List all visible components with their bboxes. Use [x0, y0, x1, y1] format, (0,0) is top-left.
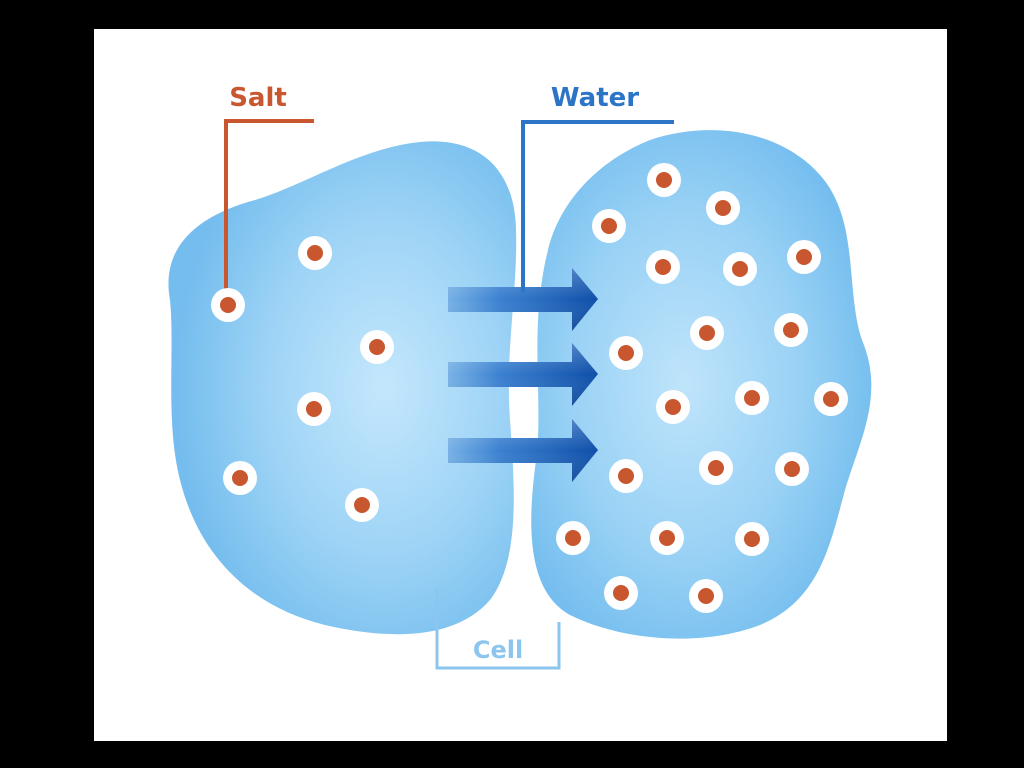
salt-particle	[298, 236, 332, 270]
salt-particle	[609, 336, 643, 370]
salt-particle	[556, 521, 590, 555]
salt-label: Salt	[229, 83, 287, 113]
salt-particle	[774, 313, 808, 347]
salt-particle	[609, 459, 643, 493]
cell-bracket	[435, 588, 561, 670]
salt-particle	[735, 522, 769, 556]
salt-particle	[706, 191, 740, 225]
salt-particle	[723, 252, 757, 286]
left-solution-region	[168, 141, 517, 635]
salt-particle	[647, 163, 681, 197]
salt-particle	[689, 579, 723, 613]
water-leader-line	[521, 120, 674, 292]
salt-particle	[646, 250, 680, 284]
salt-particles-right	[556, 163, 848, 613]
salt-particle	[787, 240, 821, 274]
water-flow-arrow-3	[448, 419, 598, 482]
salt-particle	[690, 316, 724, 350]
water-label: Water	[551, 83, 639, 113]
salt-particle	[345, 488, 379, 522]
salt-particle	[297, 392, 331, 426]
salt-particle	[814, 382, 848, 416]
salt-particle	[735, 381, 769, 415]
salt-particle	[592, 209, 626, 243]
salt-particle	[699, 451, 733, 485]
salt-particles-left	[211, 236, 394, 522]
cell-label: Cell	[473, 636, 523, 664]
salt-particle	[211, 288, 245, 322]
salt-particle	[223, 461, 257, 495]
water-flow-arrow-1	[448, 268, 598, 331]
water-flow-arrow-2	[448, 343, 598, 406]
salt-particle	[604, 576, 638, 610]
salt-particle	[650, 521, 684, 555]
salt-particle	[656, 390, 690, 424]
salt-leader-line	[224, 119, 314, 298]
salt-particle	[360, 330, 394, 364]
right-solution-region	[531, 130, 872, 639]
salt-particle	[775, 452, 809, 486]
